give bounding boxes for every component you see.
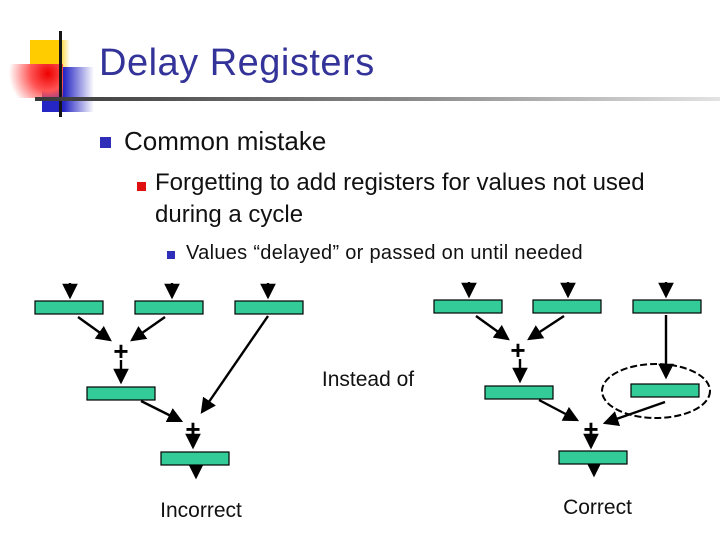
logo-yellow-square (30, 40, 70, 68)
bullet-level1-text: Common mistake (124, 126, 327, 156)
register (160, 451, 230, 466)
register (532, 299, 602, 314)
incorrect-caption: Incorrect (160, 499, 242, 522)
delay-register-highlighted (630, 383, 700, 398)
adder-plus: + (185, 414, 200, 444)
adder-plus: + (510, 335, 525, 365)
bullet-level3-text: Values “delayed” or passed on until need… (186, 242, 583, 264)
logo-red-square (9, 64, 63, 98)
register (558, 450, 628, 465)
logo-vertical-line (59, 31, 62, 117)
instead-of-label: Instead of (321, 368, 415, 391)
bullet-marker-level3 (167, 251, 175, 259)
correct-caption: Correct (563, 496, 632, 519)
register (234, 300, 304, 315)
slide-title: Delay Registers (99, 42, 375, 84)
incorrect-tree-registers (34, 300, 304, 466)
title-divider-line (35, 97, 720, 101)
register (34, 300, 104, 315)
adder-plus: + (113, 336, 128, 366)
register (433, 299, 503, 314)
correct-tree-registers (433, 299, 702, 465)
register (632, 299, 702, 314)
bullet-marker-level2 (137, 182, 146, 191)
register (86, 386, 156, 401)
register (134, 300, 204, 315)
register (484, 385, 554, 400)
correct-tree-arrows (461, 282, 674, 478)
adder-plus: + (583, 414, 598, 444)
bullet-marker-level1 (100, 137, 111, 148)
highlight-ellipse (601, 363, 711, 419)
incorrect-tree-arrows (62, 283, 276, 480)
bullet-level2-text: Forgetting to add registers for values n… (155, 169, 645, 228)
